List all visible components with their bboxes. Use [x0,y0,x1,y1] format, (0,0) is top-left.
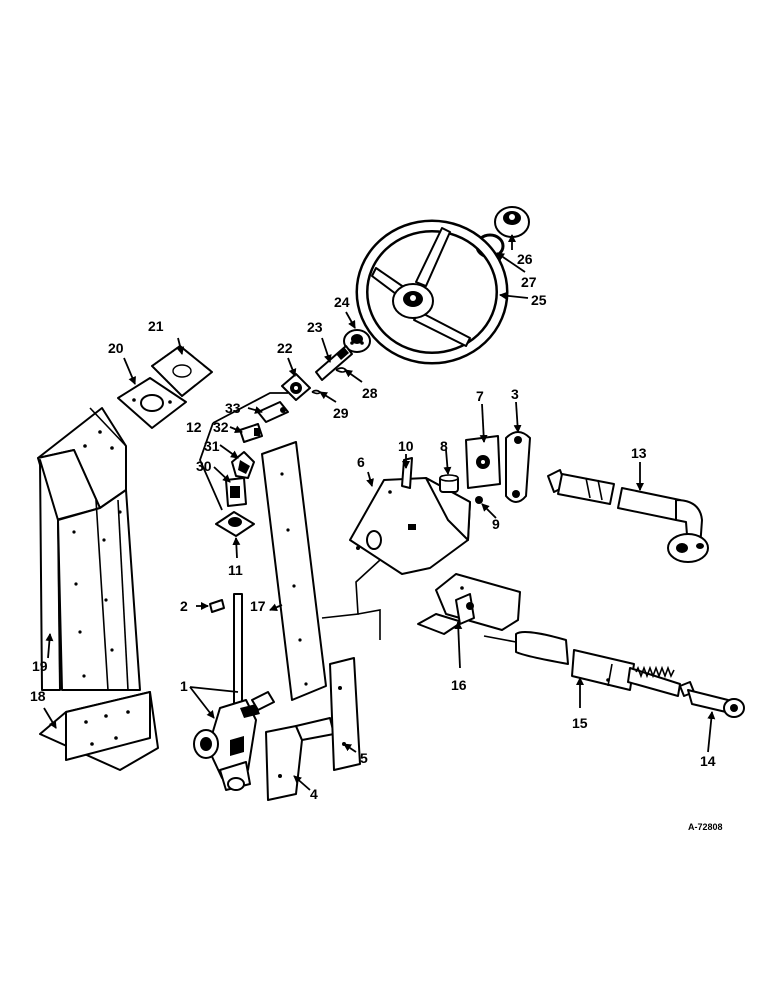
callout-labels: 26 27 25 24 23 28 29 22 21 20 33 12 32 3… [30,251,716,802]
column-plate-part [117,377,187,429]
callout-25: 25 [531,292,547,308]
cross-bearing-part [239,423,263,443]
horn-cap-part [494,206,530,238]
pin-part [209,599,225,613]
callout-16: 16 [451,677,467,693]
callout-3: 3 [511,386,519,402]
woodruff-key-part [335,367,347,373]
callout-12: 12 [186,419,202,435]
callout-31: 31 [204,438,220,454]
callout-24: 24 [334,294,350,310]
hub-plate-part [343,329,371,353]
callout-20: 20 [108,340,124,356]
bushing-part [439,474,459,493]
callout-2: 2 [180,598,188,614]
callout-18: 18 [30,688,46,704]
callout-32: 32 [213,419,229,435]
nut-part [475,496,483,504]
callout-30: 30 [196,458,212,474]
callout-11: 11 [228,562,243,578]
steering-gear-part [193,593,275,791]
callout-14: 14 [700,753,716,769]
gasket-plate-part [151,345,213,397]
u-joint-part [231,451,255,479]
leader-lines [43,234,716,791]
callout-29: 29 [333,405,349,421]
column-housing-part [37,407,141,691]
bearing-flange-part [281,373,311,401]
callout-26: 26 [517,251,533,267]
callout-17: 17 [250,598,266,614]
callout-10: 10 [398,438,414,454]
u-joint-lower-part [225,477,247,507]
dowel-pin-part [401,457,413,489]
tie-rod-end-part [687,689,745,718]
drag-link-part [547,469,709,563]
steering-wheel-part [355,219,509,365]
mounting-bracket-part [265,717,335,801]
roll-pin-part [311,389,321,395]
callout-28: 28 [362,385,378,401]
pitman-arm-part [505,431,531,503]
callout-8: 8 [440,438,448,454]
callout-21: 21 [148,318,164,334]
callout-7: 7 [476,388,484,404]
yoke-part [257,401,289,423]
callout-33: 33 [225,400,241,416]
callout-9: 9 [492,516,500,532]
callout-4: 4 [310,786,318,802]
power-cylinder-part [483,631,695,697]
callout-15: 15 [572,715,588,731]
callout-1: 1 [180,678,188,694]
callout-23: 23 [307,319,323,335]
support-plate-part [349,477,471,575]
callout-5: 5 [360,750,368,766]
cylinder-bracket-part [417,573,521,635]
callout-19: 19 [32,658,48,674]
callout-22: 22 [277,340,293,356]
side-bracket-part [329,657,361,771]
steering-shaft-part [315,345,353,381]
base-bracket-part [39,691,159,771]
panel-strip-part [261,441,327,701]
control-cable-part [321,559,381,640]
flange-plate-part [465,435,501,489]
callout-13: 13 [631,445,647,461]
drawing-reference-number: A-72808 [688,822,723,832]
group-bracket-12 [199,392,288,511]
callout-6: 6 [357,454,365,470]
lower-bearing-plate-part [215,511,255,537]
callout-27: 27 [521,274,537,290]
